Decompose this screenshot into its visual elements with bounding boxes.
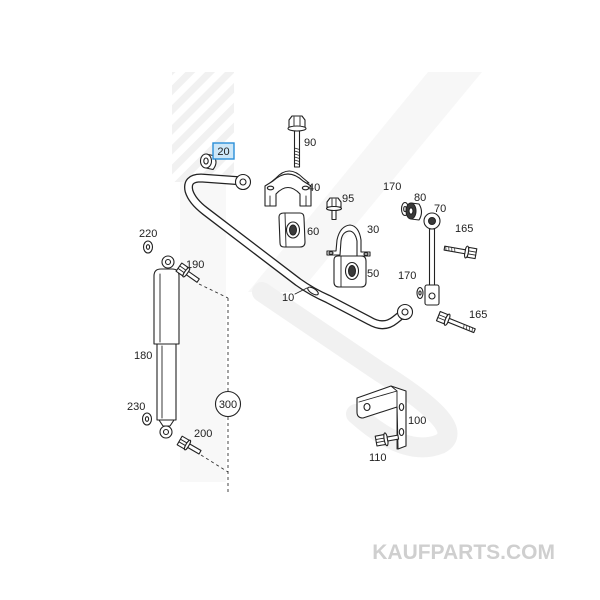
- logo-watermark: [172, 72, 482, 482]
- callout-95[interactable]: 95: [342, 193, 354, 205]
- callout-165-b[interactable]: 165: [469, 309, 487, 321]
- callout-70[interactable]: 70: [434, 203, 446, 215]
- part-170-washer-lower-drawing: [416, 286, 424, 300]
- part-230-drawing: [141, 412, 153, 426]
- part-220-drawing: [142, 240, 154, 254]
- part-180-drawing: [153, 255, 180, 439]
- part-200-drawing: [176, 435, 202, 455]
- callout-220[interactable]: 220: [139, 228, 157, 240]
- part-40-drawing: [264, 170, 312, 207]
- part-30-drawing: [326, 224, 371, 257]
- callout-80[interactable]: 80: [414, 192, 426, 204]
- part-190-drawing: [175, 262, 200, 283]
- callout-30[interactable]: 30: [367, 224, 379, 236]
- callout-300-circle[interactable]: [214, 390, 242, 418]
- callouts: 20 90 40 95 170 80 70 60 30 165 220 190 …: [127, 137, 487, 464]
- watermark-text: KAUFPARTS.COM: [372, 541, 555, 564]
- part-100-drawing: [356, 385, 407, 450]
- callout-170-b[interactable]: 170: [398, 270, 416, 282]
- leader-lines: [294, 287, 308, 295]
- callout-20-highlight-box[interactable]: [212, 142, 235, 160]
- callout-180[interactable]: 180: [134, 350, 152, 362]
- callout-60[interactable]: 60: [307, 226, 319, 238]
- callout-300[interactable]: 300: [219, 399, 237, 411]
- part-165-bolt-upper-drawing: [443, 245, 478, 260]
- callout-165-a[interactable]: 165: [455, 223, 473, 235]
- part-50-drawing: [333, 255, 367, 288]
- assembly-300-group-lines: [198, 283, 229, 492]
- callout-200[interactable]: 200: [194, 428, 212, 440]
- callout-40[interactable]: 40: [308, 182, 320, 194]
- callout-50[interactable]: 50: [367, 268, 379, 280]
- callout-170-a[interactable]: 170: [383, 181, 401, 193]
- part-10-drawing: [184, 173, 414, 330]
- part-90-drawing: [287, 115, 307, 168]
- part-165-bolt-lower-drawing: [435, 310, 476, 334]
- part-80-drawing: [405, 202, 423, 221]
- callout-230[interactable]: 230: [127, 401, 145, 413]
- callout-100[interactable]: 100: [408, 415, 426, 427]
- part-95-drawing: [325, 197, 343, 221]
- callout-190[interactable]: 190: [186, 259, 204, 271]
- callout-10[interactable]: 10: [282, 292, 294, 304]
- part-60-drawing: [278, 212, 306, 248]
- part-110-drawing: [374, 432, 400, 447]
- callout-20[interactable]: 20: [217, 146, 229, 158]
- callout-90[interactable]: 90: [304, 137, 316, 149]
- part-70-drawing: [423, 212, 441, 306]
- callout-110[interactable]: 110: [369, 452, 387, 464]
